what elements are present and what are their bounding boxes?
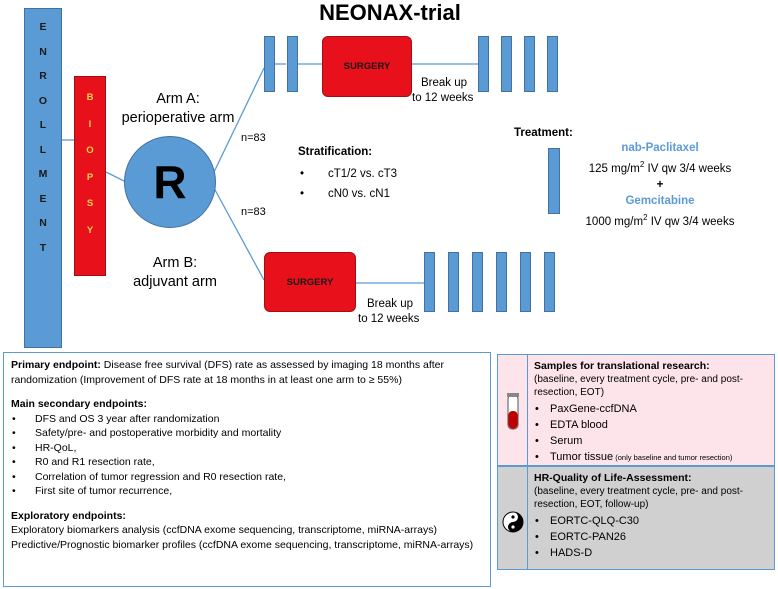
secondary-item: R0 and R1 resection rate, (11, 455, 483, 470)
stratification-heading: Stratification: (298, 146, 373, 158)
hrqol-item: HADS-D (534, 545, 768, 561)
exploratory-endpoints: Exploratory endpoints: Exploratory bioma… (11, 509, 483, 553)
biopsy-letter: S (86, 198, 94, 209)
enrollment-letter: N (39, 45, 47, 58)
blood-tube-icon (507, 393, 519, 430)
biopsy-letter: P (86, 171, 94, 183)
exploratory-line: Predictive/Prognostic biomarker profiles… (11, 538, 474, 551)
arm-b-break-up-label: Break up to 12 weeks (358, 297, 458, 327)
hrqol-icon-column (498, 467, 528, 569)
stratification-item: cN0 vs. cN1 (298, 184, 397, 204)
arm-a-pre-treatment-cycle (287, 36, 298, 92)
break-up-line1: Break up (367, 298, 414, 310)
samples-subtext: (baseline, every treatment cycle, pre- a… (534, 374, 743, 398)
enrollment-bar: E N R O L L M E N T (24, 8, 62, 348)
arm-b-surgery-label: SURGERY (286, 276, 334, 288)
enrollment-letter: O (38, 94, 48, 107)
plus-sign: + (656, 178, 664, 191)
biopsy-letter: O (86, 145, 94, 156)
break-up-line1: Break up (421, 77, 468, 89)
break-up-line2: to 12 weeks (412, 92, 474, 104)
arm-a-post-treatment-cycle (547, 36, 558, 92)
arm-a-post-treatment-cycle (524, 36, 535, 92)
arm-b-surgery-box: SURGERY (264, 252, 356, 312)
enrollment-letter: L (39, 119, 47, 131)
randomization-circle: R (124, 136, 216, 228)
secondary-item: HR-QoL, (11, 441, 483, 456)
arm-b-description: adjuvant arm (133, 274, 217, 290)
treatment-heading: Treatment: (514, 127, 573, 139)
arm-a-surgery-label: SURGERY (343, 61, 391, 72)
hrqol-item: EORTC-QLQ-C30 (534, 513, 768, 529)
arm-a-label: Arm A: perioperative arm (108, 90, 248, 128)
endpoints-box: Primary endpoint: Disease free survival … (3, 352, 491, 587)
dose-nab-paclitaxel: 125 mg/m2 IV qw 3/4 weeks (588, 159, 732, 175)
drug-nab-paclitaxel: nab-Paclitaxel (621, 142, 699, 154)
drug-gemcitabine: Gemcitabine (625, 195, 695, 208)
enrollment-letter: T (39, 241, 47, 254)
secondary-item: First site of tumor recurrence, (11, 484, 483, 499)
sample-item: PaxGene-ccfDNA (534, 401, 768, 417)
arm-b-label: Arm B: adjuvant arm (115, 254, 235, 292)
stratification-block: Stratification: cT1/2 vs. cT3 cN0 vs. cN… (298, 146, 397, 204)
samples-box: Samples for translational research: (bas… (497, 354, 775, 466)
arm-b-post-treatment-cycle (520, 252, 531, 312)
arm-a-pre-treatment-cycle (264, 36, 275, 92)
enrollment-letter: R (39, 70, 47, 82)
yin-yang-icon (502, 511, 524, 533)
hrqol-subtext: (baseline, every treatment cycle, pre- a… (534, 486, 743, 510)
biopsy-letter: Y (86, 224, 94, 236)
sample-item: Tumor tissue (only baseline and tumor re… (534, 449, 768, 466)
break-up-line2: to 12 weeks (358, 313, 420, 325)
stratification-item: cT1/2 vs. cT3 (298, 164, 397, 184)
enrollment-letter: L (39, 143, 47, 156)
arm-a-title: Arm A: (156, 91, 200, 107)
hrqol-heading: HR-Quality of Life-Assessment: (534, 472, 692, 484)
biopsy-letter: I (88, 118, 92, 130)
arm-b-title: Arm B: (152, 255, 198, 271)
dose-gemcitabine: 1000 mg/m2 IV qw 3/4 weeks (585, 212, 735, 228)
arm-b-post-treatment-cycle (544, 252, 555, 312)
arm-a-post-treatment-cycle (478, 36, 489, 92)
samples-heading: Samples for translational research: (534, 360, 710, 372)
trial-title: NEONAX-trial (319, 0, 461, 25)
arm-a-post-treatment-cycle (501, 36, 512, 92)
connector-lines (62, 63, 478, 284)
arm-b-post-treatment-cycle (472, 252, 483, 312)
arm-a-surgery-box: SURGERY (322, 36, 412, 97)
exploratory-line: Exploratory biomarkers analysis (ccfDNA … (11, 524, 437, 536)
biopsy-bar: B I O P S Y (74, 76, 106, 276)
hrqol-item: EORTC-PAN26 (534, 529, 768, 545)
arm-b-post-treatment-cycle (496, 252, 507, 312)
secondary-item: Safety/pre- and postoperative morbidity … (11, 426, 483, 441)
enrollment-letter: E (39, 21, 47, 33)
secondary-endpoints: Main secondary endpoints: DFS and OS 3 y… (11, 397, 483, 499)
treatment-cycle-legend-bar (548, 148, 560, 214)
secondary-heading: Main secondary endpoints: (11, 398, 147, 410)
secondary-item: Correlation of tumor regression and R0 r… (11, 470, 483, 485)
sample-item: EDTA blood (534, 417, 768, 433)
samples-icon-column (498, 355, 528, 465)
enrollment-letter: M (38, 168, 48, 180)
treatment-block: nab-Paclitaxel 125 mg/m2 IV qw 3/4 weeks… (572, 140, 748, 230)
biopsy-letter: B (86, 92, 94, 103)
arm-b-post-treatment-cycle (424, 252, 435, 312)
arm-a-break-up-label: Break up to 12 weeks (412, 76, 512, 106)
secondary-item: DFS and OS 3 year after randomization (11, 412, 483, 427)
sample-item: Serum (534, 433, 768, 449)
arm-b-n: n=83 (241, 206, 266, 218)
hrqol-box: HR-Quality of Life-Assessment: (baseline… (497, 466, 775, 570)
enrollment-letter: E (39, 192, 47, 205)
exploratory-heading: Exploratory endpoints: (11, 509, 126, 522)
arm-b-post-treatment-cycle (448, 252, 459, 312)
primary-endpoint: Primary endpoint: Disease free survival … (11, 359, 445, 386)
enrollment-letter: N (39, 217, 47, 229)
arm-a-n: n=83 (241, 132, 266, 144)
arm-a-description: perioperative arm (121, 110, 235, 126)
